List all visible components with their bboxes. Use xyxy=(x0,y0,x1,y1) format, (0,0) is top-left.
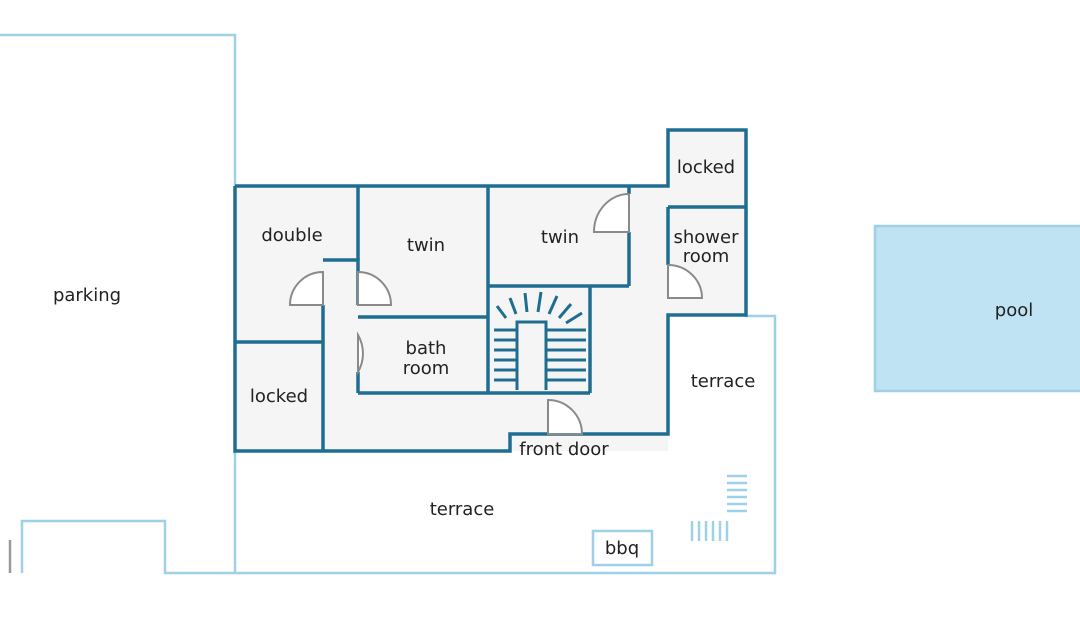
label-bath-line2: room xyxy=(403,358,450,379)
label-pool: pool xyxy=(995,300,1033,321)
label-bath-line1: bath xyxy=(406,338,447,359)
bbq-box xyxy=(591,529,654,567)
door-shower xyxy=(667,263,704,299)
doors xyxy=(288,192,704,435)
labels: parking pool double twin twin locked loc… xyxy=(53,157,1033,559)
outdoor-steps xyxy=(690,474,747,541)
label-locked-top: locked xyxy=(677,157,735,178)
label-double: double xyxy=(261,225,322,246)
label-locked-left: locked xyxy=(250,386,308,407)
staircase xyxy=(494,291,586,390)
label-terrace-bottom: terrace xyxy=(430,499,495,520)
door-front xyxy=(547,398,584,435)
label-bbq: bbq xyxy=(605,538,639,559)
door-double xyxy=(288,270,324,306)
door-bath xyxy=(357,331,364,376)
door-twin-right xyxy=(592,192,630,233)
label-twin-right: twin xyxy=(541,227,579,248)
walls xyxy=(233,128,748,453)
label-shower-line2: room xyxy=(683,246,730,267)
label-twin-left: twin xyxy=(407,235,445,256)
label-parking: parking xyxy=(53,285,121,306)
label-front-door: front door xyxy=(519,439,609,460)
pool xyxy=(873,224,1080,393)
door-twin-left xyxy=(357,270,393,306)
lower-left-outline xyxy=(20,519,235,575)
exterior-wall xyxy=(233,128,748,453)
terrace-outline xyxy=(235,314,777,575)
label-shower-line1: shower xyxy=(674,227,740,248)
label-terrace-right: terrace xyxy=(691,371,756,392)
